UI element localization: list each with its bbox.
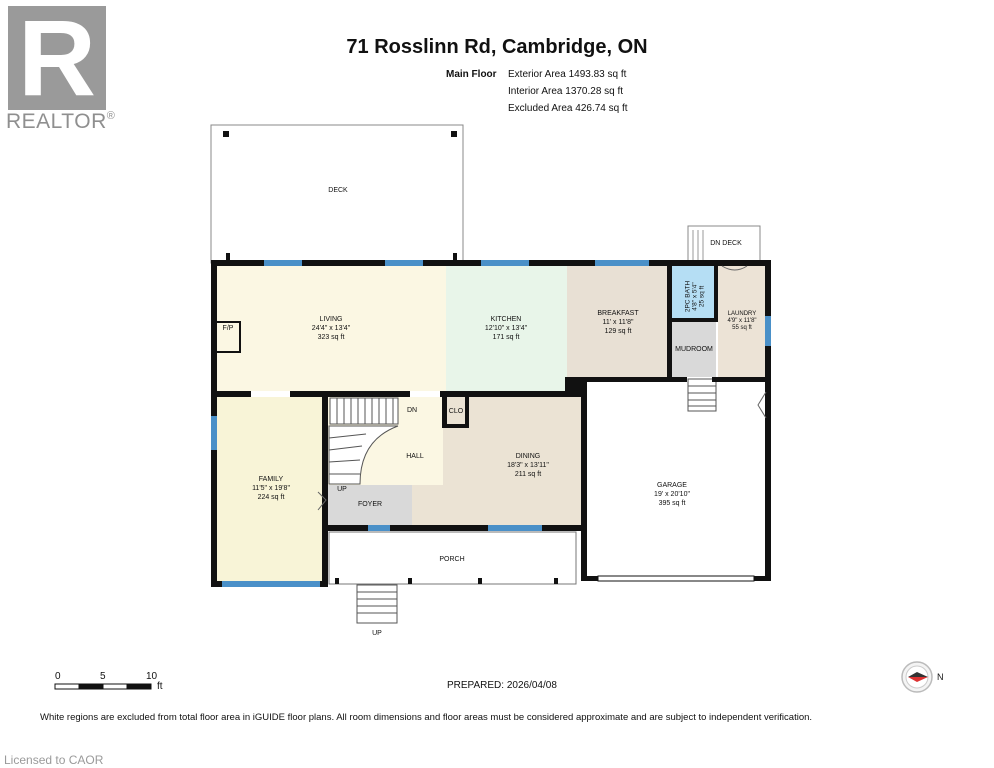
page-title: 71 Rosslinn Rd, Cambridge, ON [346, 36, 648, 58]
mudroom-fill [672, 322, 716, 377]
porch-area [328, 531, 577, 585]
foyer-label: FOYER [357, 501, 383, 508]
kitchen-area: 171 sq ft [492, 334, 520, 341]
dining-fill [412, 397, 583, 525]
hall-stairs [328, 397, 399, 485]
compass-icon [901, 661, 933, 693]
breakfast-fill [567, 266, 669, 377]
breakfast-name: BREAKFAST [597, 310, 639, 317]
realtor-logo-letter: R [18, 0, 96, 118]
family-name: FAMILY [258, 476, 284, 483]
garage-door [597, 575, 755, 582]
exterior-area: Exterior Area 1493.83 sq ft [508, 69, 627, 80]
garage-room: GARAGE 19' x 20'10" 395 sq ft [632, 481, 712, 508]
breakfast-room: BREAKFAST 11' x 11'8" 129 sq ft [578, 309, 658, 336]
compass-north-label: N [937, 672, 944, 682]
excluded-area: Excluded Area 426.74 sq ft [508, 103, 628, 114]
foyer-fill [326, 485, 412, 525]
scale-tick-0: 0 [55, 671, 61, 682]
bath-room: 2PC BATH 4'8" x 5'4" 25 sq ft [685, 270, 706, 324]
kitchen-dims: 12'10" x 13'4" [484, 325, 528, 332]
mudroom-stairs [687, 378, 717, 412]
interior-area: Interior Area 1370.28 sq ft [508, 86, 624, 97]
family-dims: 11'5" x 19'8" [252, 485, 290, 492]
fireplace-label: F/P [222, 325, 234, 332]
porch-label: PORCH [439, 556, 465, 563]
up-stair-label: UP [337, 486, 347, 493]
scale-tick-5: 5 [100, 671, 106, 682]
mudroom-label: MUDROOM [675, 346, 713, 353]
closet-label: CLO [448, 408, 464, 415]
living-name: LIVING [319, 316, 343, 323]
scale-bar [54, 683, 152, 690]
windows [211, 260, 771, 587]
realtor-name: REALTOR [6, 110, 107, 133]
laundry-name: LAUNDRY [727, 311, 757, 317]
dining-dims: 18'3" x 13'11" [507, 462, 549, 469]
family-fill [217, 397, 324, 581]
kitchen-name: KITCHEN [490, 316, 522, 323]
laundry-area: 55 sq ft [732, 325, 752, 331]
bath-dims: 4'8" x 5'4" [691, 282, 699, 311]
realtor-logo: R [8, 0, 106, 118]
area-list: Exterior Area 1493.83 sq ft Interior Are… [508, 66, 628, 117]
scale-tick-10: 10 [146, 671, 158, 682]
floor-name: Main Floor [446, 69, 497, 80]
garage-name: GARAGE [657, 482, 687, 489]
laundry-dims: 4'9" x 11'8" [727, 318, 757, 324]
living-fill [217, 266, 446, 391]
living-room: LIVING 24'4" x 13'4" 323 sq ft [291, 315, 371, 342]
garage-dims: 19' x 20'10" [654, 491, 690, 498]
porch-up-label: UP [372, 630, 382, 637]
deck-label: DECK [328, 187, 348, 194]
scale-unit: ft [157, 681, 163, 692]
garage-area: 395 sq ft [658, 500, 686, 507]
kitchen-room: KITCHEN 12'10" x 13'4" 171 sq ft [466, 315, 546, 342]
laundry-room: LAUNDRY 4'9" x 11'8" 55 sq ft [719, 311, 765, 332]
breakfast-area: 129 sq ft [604, 328, 632, 335]
porch-stairs [356, 584, 398, 624]
prepared-date: PREPARED: 2026/04/08 [447, 680, 557, 691]
registered-mark: ® [106, 110, 116, 122]
realtor-wordmark: REALTOR® [6, 110, 115, 134]
down-stair-label: DN [406, 407, 418, 414]
hall-label: HALL [406, 453, 424, 460]
family-area: 224 sq ft [257, 494, 285, 501]
bath-name: 2PC BATH [684, 280, 692, 313]
licensed-to: Licensed to CAOR [4, 753, 104, 767]
doors [317, 265, 767, 511]
kitchen-fill [446, 266, 567, 391]
family-room: FAMILY 11'5" x 19'8" 224 sq ft [231, 475, 311, 502]
dining-area: 211 sq ft [514, 471, 542, 478]
laundry-fill [718, 266, 766, 377]
breakfast-dims: 11' x 11'8" [602, 319, 634, 326]
dining-name: DINING [515, 453, 541, 460]
bath-fill [672, 266, 716, 318]
living-area: 323 sq ft [317, 334, 345, 341]
bath-area: 25 sq ft [698, 285, 706, 308]
dining-room: DINING 18'3" x 13'11" 211 sq ft [488, 452, 568, 479]
dn-deck-label: DN DECK [710, 240, 742, 247]
disclaimer: White regions are excluded from total fl… [40, 712, 813, 723]
living-dims: 24'4" x 13'4" [311, 325, 351, 332]
